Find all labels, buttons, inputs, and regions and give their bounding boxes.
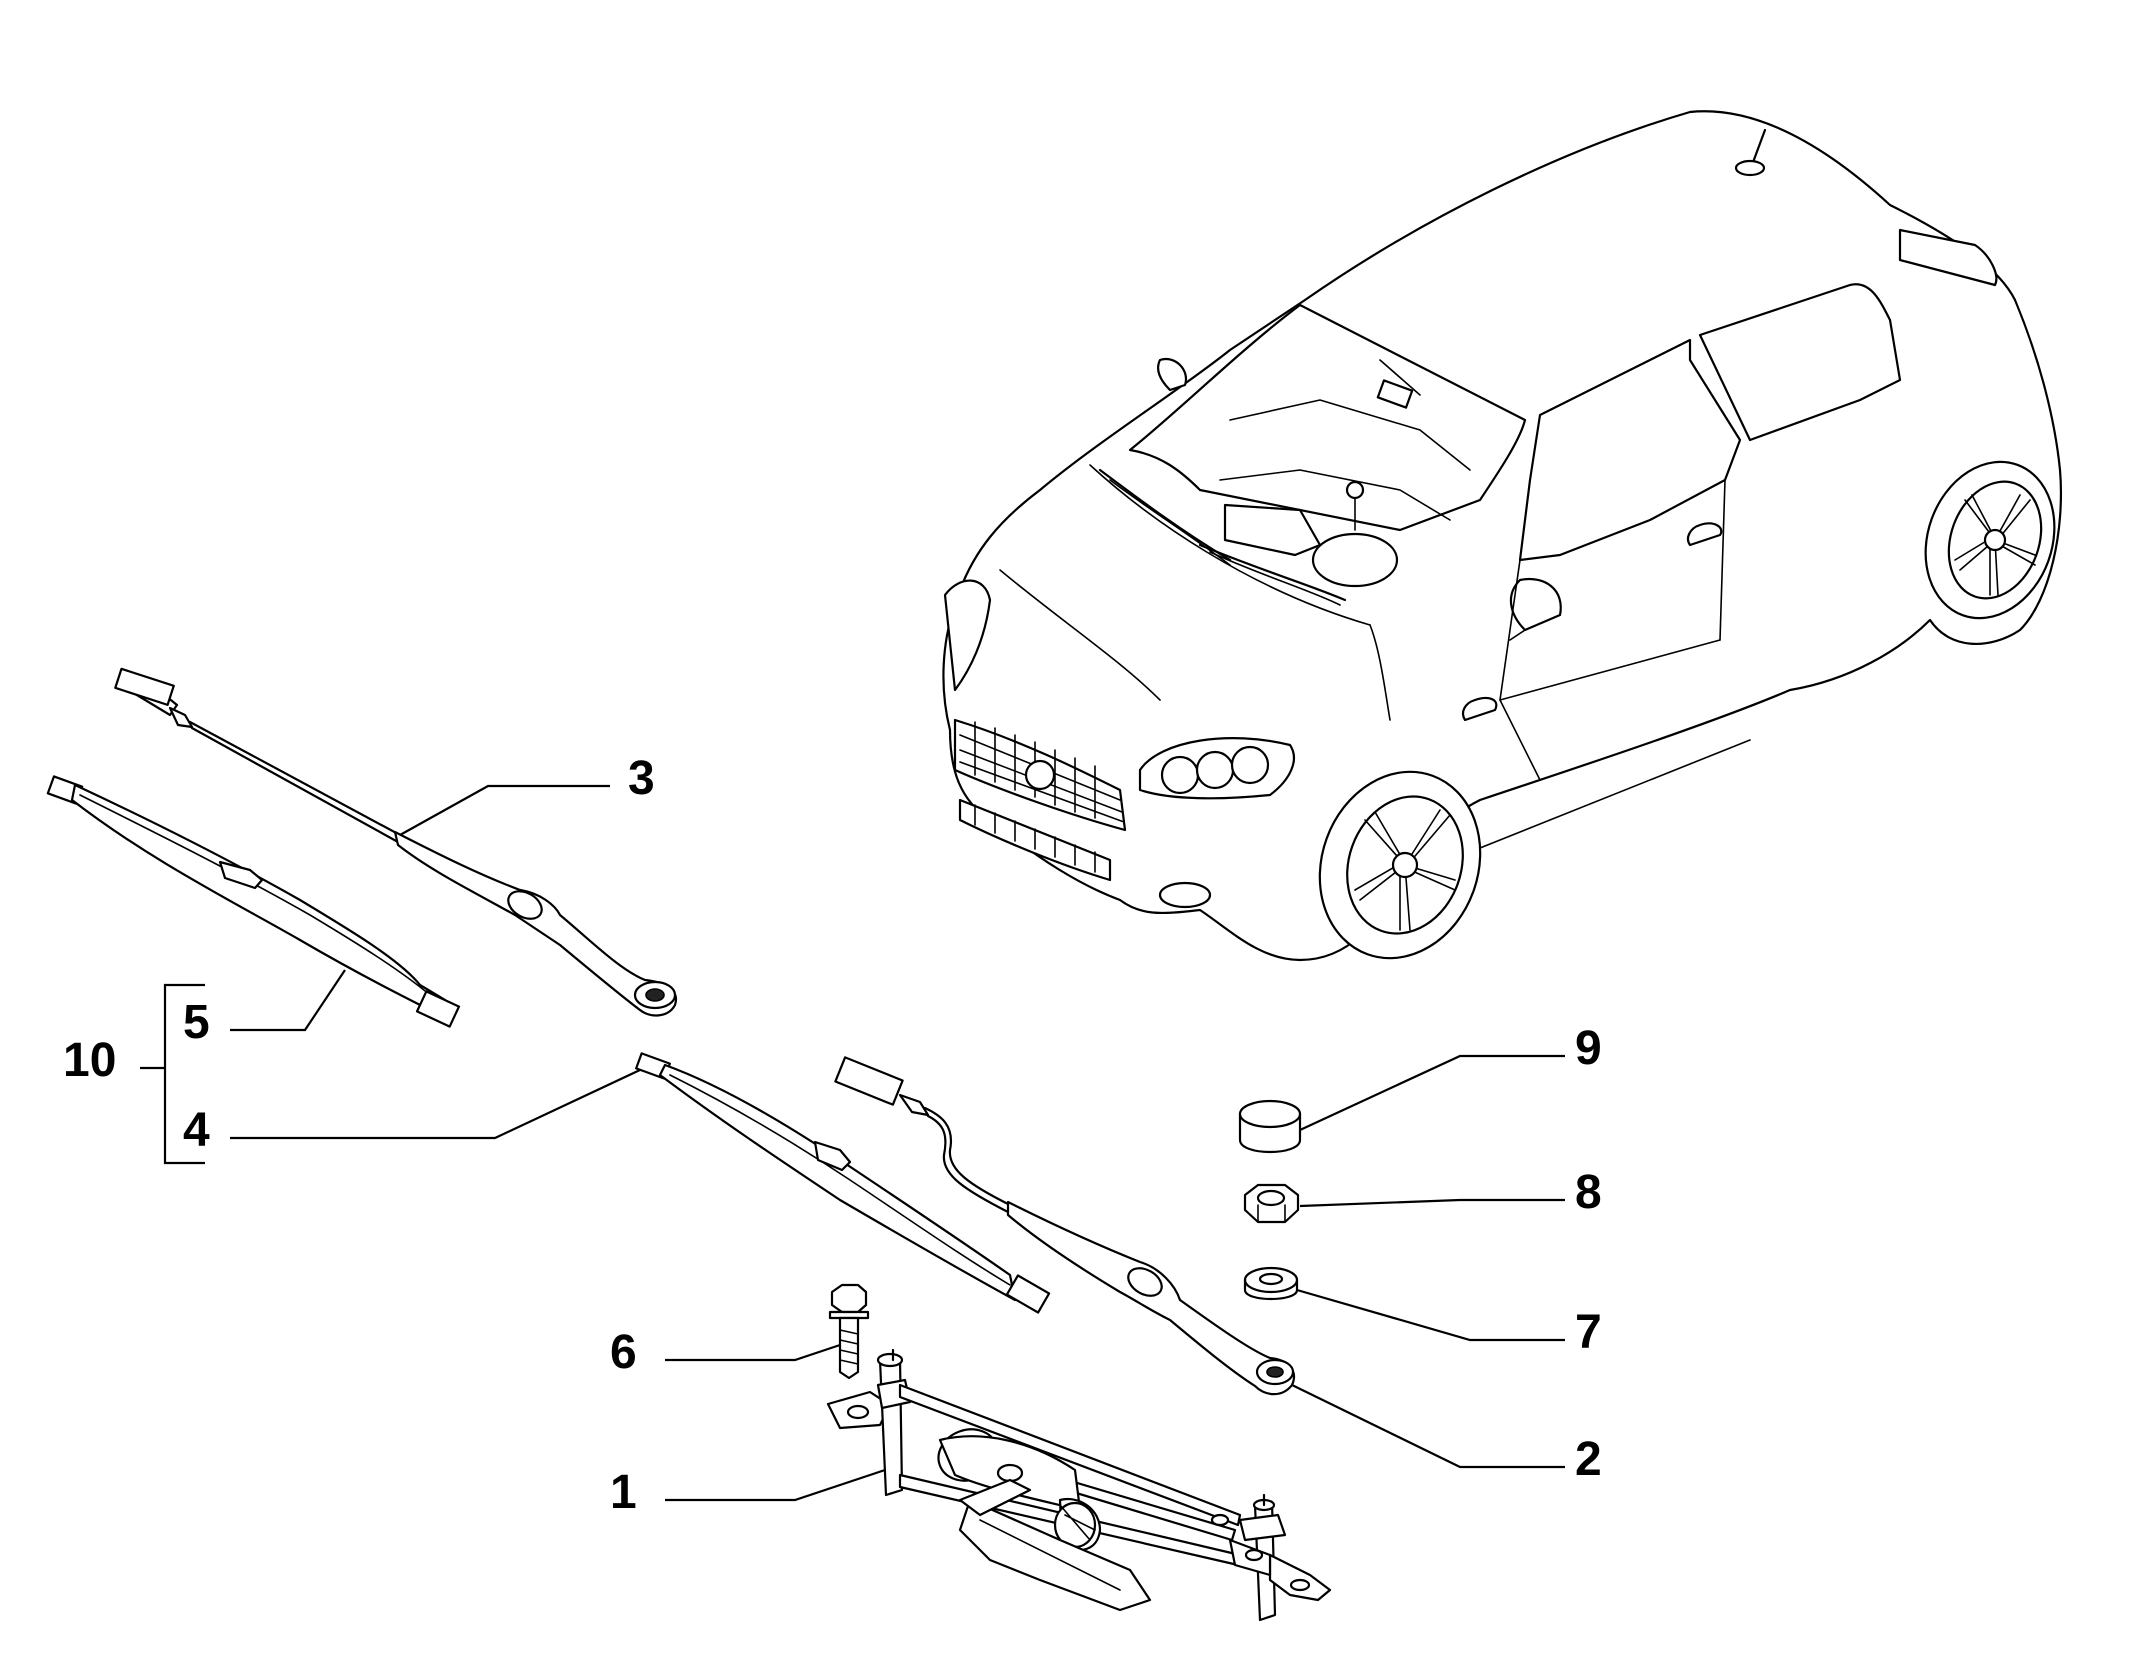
front-wheel-spokes (1354, 809, 1456, 931)
callout-1: 1 (610, 1466, 637, 1519)
wiper-arm-left-icon (114, 667, 678, 1017)
leader-5 (230, 969, 346, 1032)
wiper-blade-right-icon (635, 1052, 1051, 1314)
leader-lines (140, 784, 1565, 1502)
callout-3: 3 (628, 752, 655, 805)
leader-3 (399, 784, 610, 836)
callout-9: 9 (1575, 1022, 1602, 1075)
leader-9 (1299, 1054, 1565, 1131)
callout-labels: 3 5 10 4 9 8 7 6 2 1 (63, 752, 1602, 1519)
cap-icon (1238, 1099, 1302, 1154)
group-bracket-10 (163, 983, 205, 1165)
callout-5: 5 (183, 996, 210, 1049)
callout-7: 7 (1575, 1306, 1602, 1359)
wiper-blade-left-icon (46, 775, 461, 1028)
leader-1 (665, 1468, 886, 1502)
nut-icon (1243, 1183, 1300, 1224)
car-icon (942, 110, 2063, 962)
wiper-linkage-icon (826, 1348, 1332, 1622)
callout-2: 2 (1575, 1433, 1602, 1486)
callout-4: 4 (183, 1104, 210, 1157)
callout-10: 10 (63, 1034, 116, 1087)
leader-8 (1299, 1198, 1565, 1208)
leader-6 (665, 1343, 841, 1362)
bolt-icon (828, 1283, 870, 1380)
leader-7 (1296, 1288, 1565, 1342)
washer-icon (1243, 1266, 1299, 1300)
callout-6: 6 (610, 1326, 637, 1379)
leader-4 (230, 1069, 641, 1140)
leader-2 (1291, 1384, 1565, 1469)
callout-8: 8 (1575, 1166, 1602, 1219)
